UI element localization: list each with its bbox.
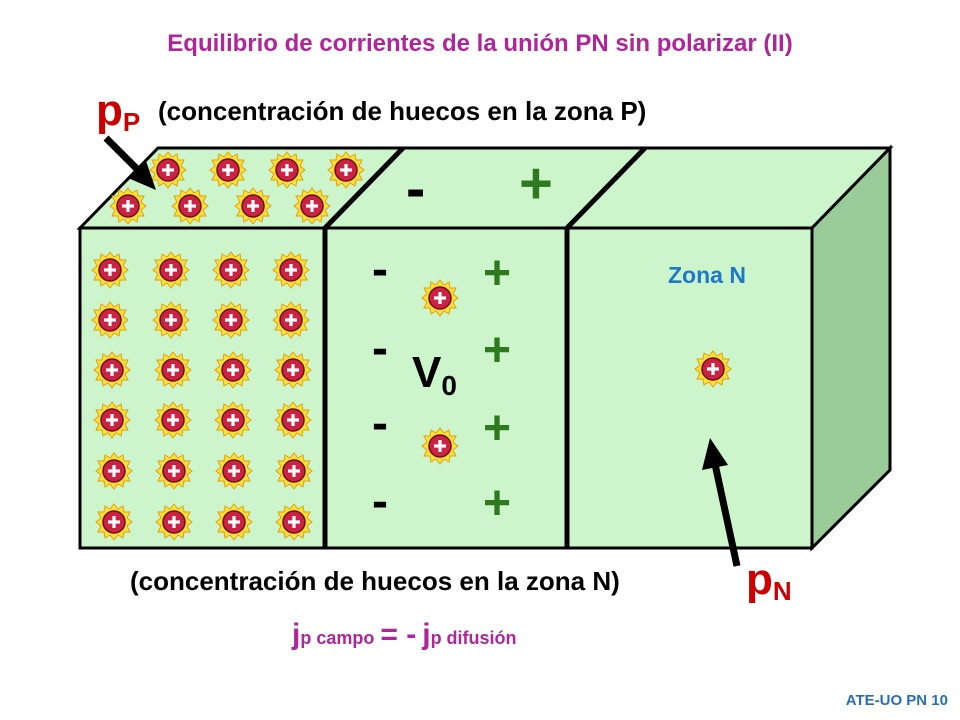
plus-sign: + <box>483 402 512 455</box>
front-face <box>78 226 814 550</box>
j-sub-difusion: p difusión <box>430 628 517 648</box>
top-divider-2 <box>565 146 647 230</box>
j-sub-campo: p campo <box>300 628 375 648</box>
current-equation: jp campo= -jp difusión <box>292 618 517 652</box>
plus-sign: + <box>483 247 512 300</box>
top-divider-1 <box>323 146 405 230</box>
top-minus-sign: - <box>406 156 426 221</box>
equals-minus: = - <box>380 618 417 651</box>
pn-label: pN <box>746 555 792 606</box>
minus-sign: - <box>372 322 388 375</box>
pp-arrow <box>103 135 156 190</box>
pp-label: pP <box>96 86 141 137</box>
minus-sign: - <box>372 397 388 450</box>
j-symbol: j <box>422 618 431 651</box>
zona-n-label: Zona N <box>668 262 746 288</box>
v0-label: V0 <box>412 348 457 401</box>
top-plus-sign: + <box>519 151 553 216</box>
plus-sign: + <box>483 324 512 377</box>
minus-sign: - <box>372 475 388 528</box>
slide-footer: ATE-UO PN 10 <box>845 692 948 709</box>
pn-arrow <box>702 438 741 567</box>
page-title: Equilibrio de corrientes de la unión PN … <box>167 30 793 57</box>
plus-sign: + <box>483 477 512 530</box>
pp-description: (concentración de huecos en la zona P) <box>158 96 647 126</box>
j-symbol: j <box>292 618 301 651</box>
minus-sign: - <box>372 243 388 296</box>
pn-description: (concentración de huecos en la zona N) <box>130 566 620 596</box>
